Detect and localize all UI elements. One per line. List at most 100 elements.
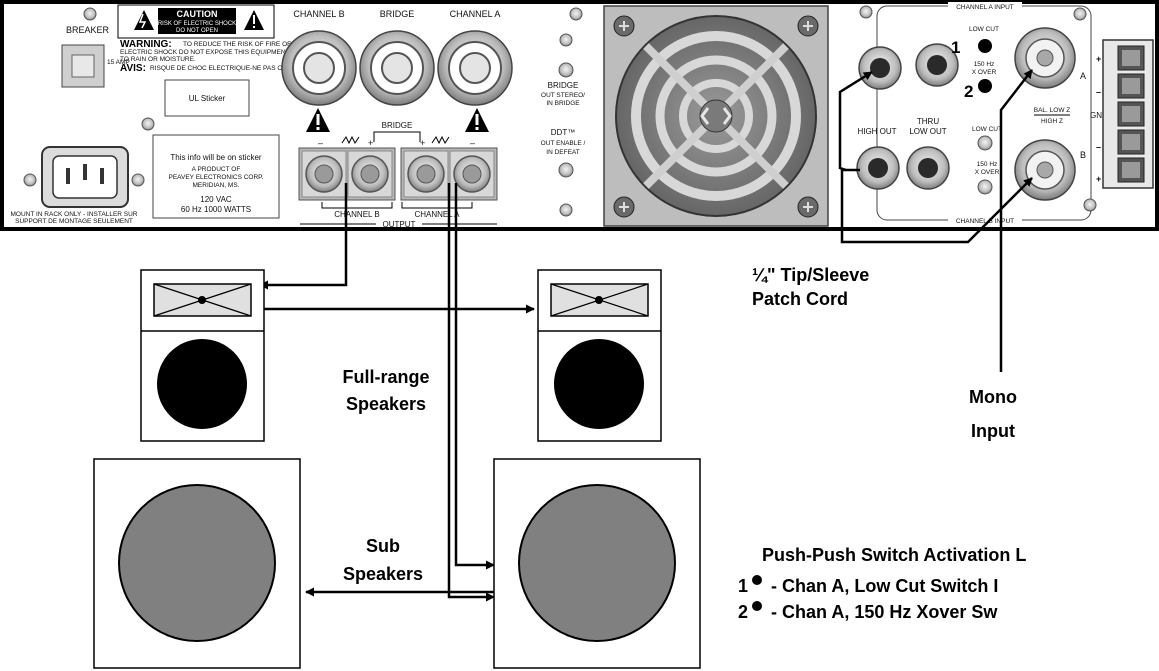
patch-cord-wire — [840, 168, 1033, 244]
legend-item2-number: 2 — [738, 602, 748, 622]
plus-sign: + — [1096, 54, 1101, 64]
amplifier-rear-panel: BREAKER 15 AMP CAUTION RISK OF ELECTRIC … — [0, 0, 1159, 231]
full-range-label-line1: Full-range — [342, 367, 429, 387]
bridge-small-label: BRIDGE — [382, 121, 413, 130]
warning-text3: TO RAIN OR MOISTURE. — [120, 56, 196, 63]
channel-a-input-label: CHANNEL A INPUT — [956, 4, 1014, 11]
avis-word: AVIS: — [120, 63, 146, 74]
switch-legend: Push-Push Switch Activation L 1 - Chan A… — [738, 545, 1026, 622]
label-number-2: 2 — [964, 82, 973, 101]
power-line2: 60 Hz 1000 WATTS — [181, 205, 251, 214]
xlr-combo-jack-b — [1014, 139, 1076, 201]
channel-a-input-label-bg — [948, 2, 1022, 10]
sub-woofer-icon — [518, 484, 676, 642]
sub-speaker-left — [93, 458, 301, 669]
fan-ring — [655, 55, 777, 177]
product-line3: MERIDIAN, MS. — [193, 182, 240, 189]
screw-icon — [559, 203, 573, 217]
fan-hub-arrows — [700, 107, 732, 125]
screw-icon — [83, 7, 97, 21]
legend-title: Push-Push Switch Activation L — [762, 545, 1026, 565]
channel-b-speaker-wire — [259, 183, 348, 290]
warning-text1: TO REDUCE THE RISK OF FIRE OR — [183, 41, 292, 48]
caution-sub2: DO NOT OPEN — [176, 28, 218, 34]
sub-woofer-icon — [118, 484, 276, 642]
shock-warning-icon — [134, 10, 154, 30]
high-z-label: HIGH Z — [1041, 118, 1063, 125]
mono-input-wire — [999, 69, 1033, 372]
callout-labels: 1 2 ¼" Tip/Sleeve Patch Cord Mono Input … — [342, 38, 1017, 584]
warning-triangle-icon — [306, 108, 330, 132]
channel-b-input-label-bg — [948, 216, 1022, 224]
minus-sign: – — [470, 138, 475, 148]
legend-bullet-icon — [752, 601, 762, 611]
bridge-bracket — [373, 131, 421, 142]
speakon-connector-bridge — [359, 30, 435, 106]
sticker-info-box — [152, 134, 280, 219]
patch-cord-label-line1: ¼" Tip/Sleeve — [752, 265, 869, 285]
caution-title: CAUTION — [177, 9, 218, 19]
legend-item2-text: - Chan A, 150 Hz Xover Sw — [771, 602, 998, 622]
low-cut-label-b: LOW CUT — [972, 126, 1002, 133]
caution-banner — [158, 8, 236, 34]
terminal-screws — [1117, 45, 1145, 183]
channel-a-sub-wire-2 — [454, 183, 495, 570]
plus-sign: + — [1096, 174, 1101, 184]
channel-a-label: CHANNEL A — [450, 9, 501, 19]
bridge-switch-label2: OUT STEREO/ — [541, 92, 585, 99]
mono-input-label-line1: Mono — [969, 387, 1017, 407]
label-number-1: 1 — [951, 38, 960, 57]
warning-text2: ELECTRIC SHOCK DO NOT EXPOSE THIS EQUIPM… — [120, 49, 290, 56]
minus-sign: – — [1096, 142, 1101, 152]
mono-input-label-line2: Input — [971, 421, 1015, 441]
screw-icon — [859, 5, 873, 19]
breaker-label: BREAKER — [66, 25, 110, 35]
power-line1: 120 VAC — [200, 195, 232, 204]
screw-icon — [797, 196, 819, 218]
quarter-inch-jack-thru-a — [915, 43, 959, 87]
legend-item1-text: - Chan A, Low Cut Switch I — [771, 576, 998, 596]
output-label: OUTPUT — [383, 220, 416, 229]
screw-icon — [559, 33, 573, 47]
patch-cord-label-line2: Patch Cord — [752, 289, 848, 309]
low-cut-switch-a — [978, 39, 992, 53]
gnd-label: GND — [1090, 111, 1108, 120]
exclamation-warning-icon — [244, 10, 264, 30]
product-line1: A PRODUCT OF — [192, 166, 241, 173]
channel-a-output-label: CHANNEL A — [414, 210, 460, 219]
xover-switch-a — [978, 79, 992, 93]
channel-a-bracket — [401, 202, 473, 209]
ul-sticker-label: UL Sticker — [189, 94, 226, 103]
fan-ring — [679, 79, 753, 153]
bridge-label: BRIDGE — [380, 9, 415, 19]
warning-word: WARNING: — [120, 39, 172, 50]
channel-b-output-label: CHANNEL B — [334, 210, 380, 219]
woofer-icon — [157, 339, 247, 429]
caution-sub1: RISK OF ELECTRIC SHOCK — [158, 21, 236, 27]
speakon-connector-channel-b — [281, 30, 357, 106]
sub-label-line2: Speakers — [343, 564, 423, 584]
screw-icon — [569, 7, 583, 21]
plus-sign: + — [420, 138, 425, 148]
fan-section — [603, 5, 829, 227]
switch-section: BRIDGE OUT STEREO/ IN BRIDGE DDT™ OUT EN… — [541, 7, 586, 217]
sub-label-line1: Sub — [366, 536, 400, 556]
breaker-switch-inner — [71, 54, 95, 78]
bridge-switch — [558, 62, 574, 78]
legend-bullet-icon — [752, 575, 762, 585]
screw-icon — [1073, 7, 1087, 21]
wiring — [259, 69, 1033, 602]
channel-b-label: CHANNEL B — [293, 9, 344, 19]
screw-icon — [23, 173, 37, 187]
fan-hub — [699, 99, 733, 133]
ddt-label3: IN DEFEAT — [546, 149, 579, 156]
thru-label2: LOW OUT — [909, 127, 946, 136]
legend-item1-number: 1 — [738, 576, 748, 596]
jack-b-label: B — [1080, 150, 1086, 160]
woofer-icon — [554, 339, 644, 429]
high-out-jack — [856, 146, 900, 190]
channel-a-sub-wire-1 — [447, 183, 495, 602]
full-range-speaker-right — [537, 269, 662, 442]
xover-label-a2: X OVER — [972, 69, 997, 76]
low-cut-label-a: LOW CUT — [969, 26, 999, 33]
